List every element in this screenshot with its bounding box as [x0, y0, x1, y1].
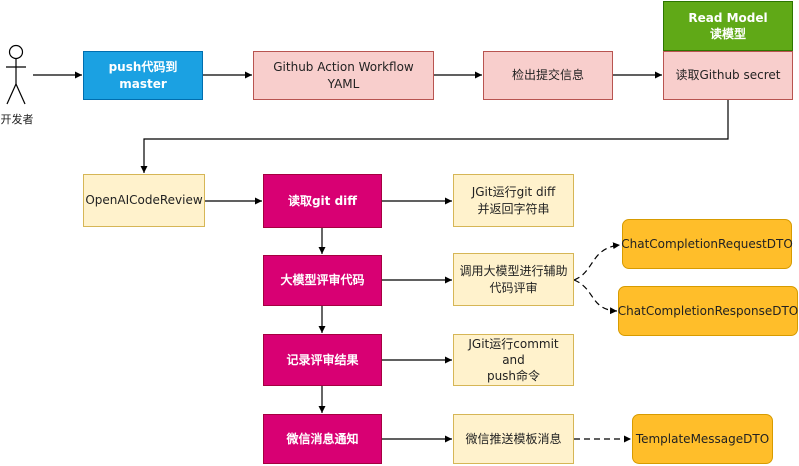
- node-wechat-push-label: 微信推送模板消息: [465, 431, 562, 446]
- node-jgit-commit-label: JGit运行commit and push命令: [468, 336, 559, 384]
- node-llm-review-label: 大模型评审代码: [280, 273, 365, 288]
- node-read-git-diff-label: 读取git diff: [287, 193, 358, 208]
- node-jgit-diff[interactable]: JGit运行git diff 并返回字符串: [453, 174, 574, 227]
- node-jgit-diff-label: JGit运行git diff 并返回字符串: [471, 185, 556, 216]
- node-read-git-diff[interactable]: 读取git diff: [263, 174, 382, 228]
- node-request-dto[interactable]: ChatCompletionRequestDTO: [621, 219, 793, 269]
- node-record-result-label: 记录评审结果: [286, 352, 359, 367]
- node-check-commit-label: 检出提交信息: [511, 68, 584, 83]
- node-jgit-commit[interactable]: JGit运行commit and push命令: [453, 334, 574, 386]
- node-llm-assist-label: 调用大模型进行辅助 代码评审: [459, 264, 568, 295]
- node-read-secret[interactable]: 读取Github secret: [663, 51, 793, 100]
- node-openai-review[interactable]: OpenAICodeReview: [83, 174, 205, 227]
- node-request-dto-label: ChatCompletionRequestDTO: [621, 236, 793, 251]
- node-check-commit[interactable]: 检出提交信息: [483, 51, 613, 100]
- node-llm-review[interactable]: 大模型评审代码: [263, 255, 382, 306]
- node-wechat-notify-label: 微信消息通知: [286, 431, 359, 446]
- node-template-dto-label: TemplateMessageDTO: [635, 431, 770, 446]
- node-push-master-label: push代码到master: [108, 60, 178, 91]
- edge-secret-to-openai: [140, 100, 729, 173]
- node-wechat-push[interactable]: 微信推送模板消息: [453, 414, 574, 464]
- node-record-result[interactable]: 记录评审结果: [263, 334, 382, 386]
- edge-assist-to-request: [573, 242, 621, 281]
- node-response-dto-label: ChatCompletionResponseDTO: [617, 303, 799, 318]
- actor-label: 开发者: [0, 113, 34, 126]
- node-llm-assist[interactable]: 调用大模型进行辅助 代码评审: [453, 253, 574, 306]
- node-github-action-label: Github Action Workflow YAML: [273, 60, 414, 91]
- node-read-model-header-label: Read Model 读模型: [688, 10, 768, 41]
- node-read-model-header[interactable]: Read Model 读模型: [663, 1, 793, 51]
- node-response-dto[interactable]: ChatCompletionResponseDTO: [618, 286, 798, 336]
- node-openai-review-label: OpenAICodeReview: [85, 193, 203, 208]
- node-wechat-notify[interactable]: 微信消息通知: [263, 414, 382, 464]
- node-template-dto[interactable]: TemplateMessageDTO: [632, 414, 773, 464]
- node-push-master[interactable]: push代码到master: [83, 51, 203, 100]
- node-read-secret-label: 读取Github secret: [675, 68, 781, 83]
- edge-assist-to-response: [573, 279, 618, 315]
- node-github-action[interactable]: Github Action Workflow YAML: [253, 51, 434, 100]
- actor-figure: [6, 44, 26, 105]
